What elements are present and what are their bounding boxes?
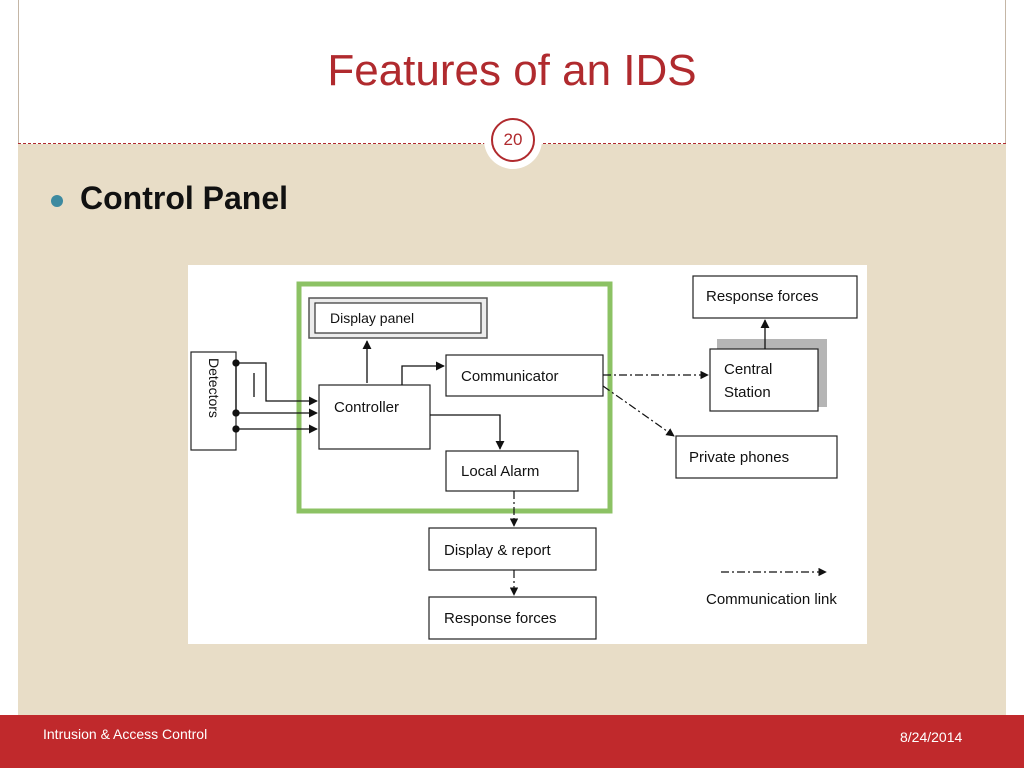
controller-to-alarm-arrow — [430, 414, 505, 450]
detectors-box — [190, 351, 237, 451]
response-forces-top-label: Response forces — [706, 288, 819, 305]
controller-to-communicator-arrow — [401, 361, 445, 385]
right-border — [1005, 0, 1006, 143]
bullet-heading: Control Panel — [80, 180, 289, 216]
response-forces-top-box — [692, 275, 858, 319]
controller-label: Controller — [334, 399, 399, 416]
response-forces-bottom-box — [428, 596, 597, 640]
control-panel-frame — [296, 281, 613, 514]
left-border — [18, 0, 19, 143]
bullet-dot-icon — [51, 195, 63, 207]
slide-title: Features of an IDS — [327, 46, 697, 95]
display-report-label: Display & report — [444, 542, 552, 559]
display-report-box — [428, 527, 597, 571]
communicator-label: Communicator — [461, 368, 559, 385]
detectors-label: Detectors — [206, 358, 222, 418]
footer-date: 8/24/2014 — [900, 729, 963, 745]
central-station-box — [709, 348, 819, 412]
detector-links — [232, 359, 318, 434]
legend-label: Communication link — [706, 591, 837, 608]
footer-course-title: Intrusion & Access Control — [43, 726, 208, 742]
local-alarm-label: Local Alarm — [461, 463, 539, 480]
display-panel-inner — [314, 302, 482, 334]
diagram-svg: Detectors Display panel Controller Commu… — [190, 275, 858, 640]
communication-links — [509, 370, 709, 596]
page-number: 20 — [491, 118, 535, 162]
communicator-box — [445, 354, 604, 397]
central-station-label-line1: Central — [724, 361, 772, 378]
central-station-label-line2: Station — [724, 384, 771, 401]
private-phones-box — [675, 435, 838, 479]
display-panel-label: Display panel — [330, 310, 414, 326]
control-panel-diagram: Detectors Display panel Controller Commu… — [188, 265, 867, 644]
slide-footer — [0, 715, 1024, 768]
private-phones-label: Private phones — [689, 449, 789, 466]
controller-box — [318, 384, 431, 450]
local-alarm-box — [445, 450, 579, 492]
response-forces-bottom-label: Response forces — [444, 610, 557, 627]
